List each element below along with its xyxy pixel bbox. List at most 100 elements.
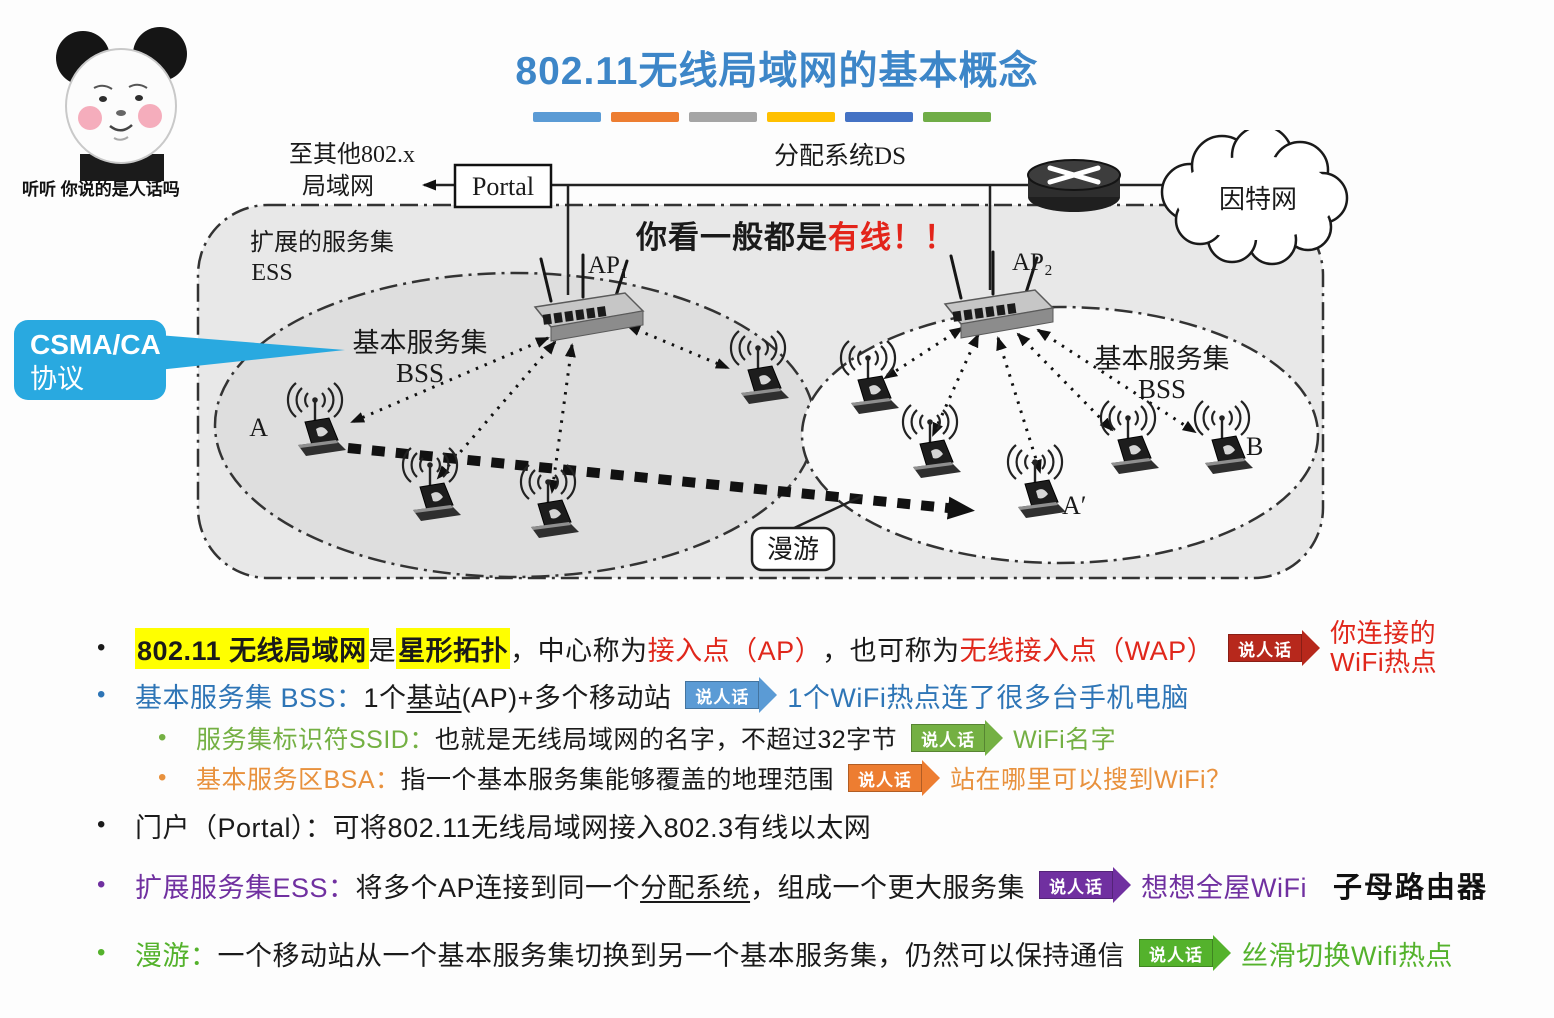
text-segment: ，中心称为 [510,635,648,666]
arrow-head-icon [1213,935,1231,971]
meme-caption: 听听 你说的是人话吗 [22,180,180,199]
roaming-term: 漫游： [135,940,218,971]
bullet-row-roaming: • 漫游： 一个移动站从一个基本服务集切换到另一个基本服务集，仍然可以保持通信 … [97,928,1453,978]
ess-term: 扩展服务集ESS： [135,872,356,903]
bss-right-ellipse [800,305,1320,565]
panda-cheek-left [78,106,102,130]
text-segment: ，组成一个更大服务集 [750,872,1026,903]
bss-right-label-line2: BSS [1138,374,1186,404]
plain-result-roaming: 丝滑切换Wifi热点 [1241,940,1453,971]
bullet-row-ess: • 扩展服务集ESS： 将多个AP连接到同一个 分配系统 ，组成一个更大服务集 … [97,860,1488,910]
speak-label: 说人话 [1039,871,1114,899]
bullet-row-wlan-topology: • 802.11 无线局域网 是 星形拓扑 ，中心称为 接入点（AP） ，也可称… [97,616,1437,680]
bullet-dot: • [97,939,106,966]
to-other-lan-line1: 至其他802.x [289,141,415,168]
highlight-text: 802.11 无线局域网 [135,627,369,669]
ess-label-line2: ESS [251,260,292,286]
plain-result-ap: 你连接的 WiFi热点 [1330,617,1438,677]
speak-arrow-orange: 说人话 [848,760,941,796]
bullet-dot: • [158,724,167,751]
station-a-label: A [249,413,268,442]
roaming-label: 漫游 [767,535,819,564]
station-a-prime-label: A′ [1062,491,1086,520]
bullet-dot: • [158,764,167,791]
speak-label: 说人话 [1139,939,1213,967]
text-segment: 也就是无线局域网的名字，不超过32字节 [434,726,898,754]
ess-label-line1: 扩展的服务集 [250,229,394,256]
bullet-row-bss: • 基本服务集 BSS： 1个 基站 (AP)+多个移动站 说人话 1个WiFi… [97,670,1189,720]
speak-label: 说人话 [911,724,986,752]
ap1-label: AP₁ [588,252,629,279]
highlight-text: 星形拓扑 [396,627,511,669]
ap-term: 接入点（AP） [647,635,823,666]
bsa-term: 基本服务区BSA： [196,766,401,794]
result-line1: 你连接的 [1330,617,1437,648]
panda-cheek-right [138,104,162,128]
accent-bar [845,112,913,122]
note-red-text: 有线！！ [828,220,956,255]
csma-callout: CSMA/CA 协议 [14,320,345,400]
csma-label-line2: 协议 [30,364,84,394]
arrow-head-icon [1113,867,1132,903]
internet-label: 因特网 [1219,185,1297,214]
router-note: 子母路由器 [1333,872,1489,904]
text-segment: 是 [368,635,397,666]
bullet-dot: • [97,634,106,661]
ap2-label: AP₂ [1012,249,1053,276]
wired-annotation: 你看一般都是有线！！ [636,212,956,257]
result-line2: WiFi热点 [1330,647,1438,677]
ds-label: 分配系统DS [774,142,906,170]
arrow-head-icon [985,720,1004,756]
accent-bar [767,112,835,122]
text-segment: 指一个基本服务集能够覆盖的地理范围 [400,766,835,794]
speak-label: 说人话 [685,681,760,709]
speak-arrow-purple: 说人话 [1039,867,1132,903]
speak-arrow-red: 说人话 [1228,630,1321,666]
ssid-term: 服务集标识符SSID： [196,726,435,754]
station-b-label: B [1246,432,1263,461]
speak-arrow-green: 说人话 [911,720,1004,756]
accent-bar [923,112,991,122]
speak-label: 说人话 [1228,634,1303,662]
bss1-links [350,324,730,494]
page-title: 802.11无线局域网的基本概念 [515,50,1039,93]
arrow-head-icon [922,760,941,796]
accent-bar [533,112,601,122]
speak-arrow-bright-green: 说人话 [1139,935,1231,971]
bullet-row-ssid: • 服务集标识符SSID： 也就是无线局域网的名字，不超过32字节 说人话 Wi… [158,713,1116,763]
arrow-head-icon [1302,630,1321,666]
text-segment-underlined: 分配系统 [640,872,751,903]
note-black-text: 你看一般都是 [636,220,828,255]
text-segment: (AP)+多个移动站 [461,682,672,713]
router-icon [1027,159,1121,212]
accent-bars [533,112,991,122]
panda-head [65,48,177,164]
text-segment: 一个移动站从一个基本服务集切换到另一个基本服务集，仍然可以保持通信 [217,940,1125,971]
bullet-row-bsa: • 基本服务区BSA： 指一个基本服务集能够覆盖的地理范围 说人话 站在哪里可以… [158,753,1232,803]
text-segment-underlined: 基站 [406,682,462,713]
plain-result-ess: 想想全屋WiFi [1141,872,1308,903]
bullet-dot: • [97,681,106,708]
roaming-callout-box [750,526,836,572]
accent-bar [611,112,679,122]
bss2-links [883,326,1197,474]
portal-box [453,163,553,209]
csma-label-line1: CSMA/CA [30,329,161,360]
internet-cloud: 因特网 [1160,130,1349,266]
accent-bar [689,112,757,122]
bullet-dot: • [97,871,106,898]
portal-term: 门户（Portal）： [135,812,333,843]
text-segment: ，也可称为 [822,635,960,666]
portal-label: Portal [472,172,534,201]
plain-result-bsa: 站在哪里可以搜到WiFi？ [950,766,1232,794]
text-segment: 1个 [363,682,407,713]
bss-term: 基本服务集 BSS： [135,682,364,713]
bullet-dot: • [97,811,106,838]
speak-arrow-blue: 说人话 [685,677,778,713]
speak-label: 说人话 [848,764,923,792]
text-segment: 可将802.11无线局域网接入802.3有线以太网 [332,812,872,843]
plain-result-ssid: WiFi名字 [1013,726,1117,754]
bss-right-label-line1: 基本服务集 [1095,344,1230,374]
bullet-row-portal: • 门户（Portal）： 可将802.11无线局域网接入802.3有线以太网 [97,800,871,850]
